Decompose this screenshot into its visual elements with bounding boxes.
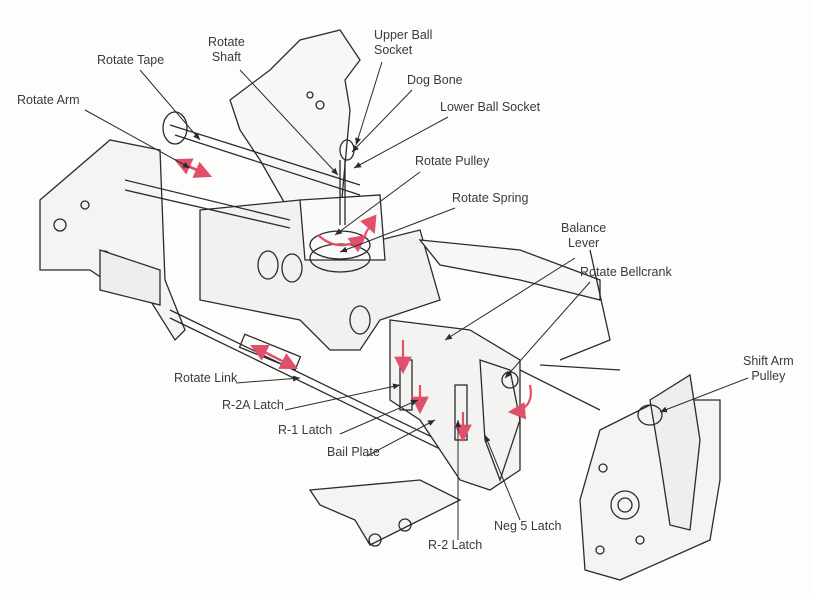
label-line: Pulley <box>751 369 786 383</box>
label-rotate-shaft: Rotate Shaft <box>208 35 245 65</box>
label-rotate-pulley: Rotate Pulley <box>415 154 490 168</box>
label-rotate-spring: Rotate Spring <box>452 191 529 205</box>
label-rotate-bellcrank: Rotate Bellcrank <box>580 265 672 279</box>
label-bail-plate: Bail Plate <box>327 445 380 459</box>
label-r2a-latch: R-2A Latch <box>222 398 284 412</box>
label-line: Upper Ball <box>374 28 433 42</box>
label-shift-arm-pulley: Shift Arm Pulley <box>743 354 794 384</box>
label-balance-lever: Balance Lever <box>561 221 606 251</box>
label-line: Balance <box>561 221 607 235</box>
leader-lines <box>84 61 749 540</box>
label-line: Shaft <box>211 50 242 64</box>
label-line: Rotate <box>208 35 245 49</box>
label-line: Shift Arm <box>743 354 794 368</box>
label-neg5-latch: Neg 5 Latch <box>494 519 562 533</box>
label-r2-latch: R-2 Latch <box>428 538 483 552</box>
label-rotate-arm: Rotate Arm <box>17 93 80 107</box>
label-upper-ball-socket: Upper Ball Socket <box>374 28 432 58</box>
label-rotate-tape: Rotate Tape <box>97 53 165 67</box>
mechanism-outline <box>39 29 721 581</box>
label-dog-bone: Dog Bone <box>407 73 463 87</box>
label-line: Lever <box>567 236 600 250</box>
label-r1-latch: R-1 Latch <box>278 423 333 437</box>
label-lower-ball-socket: Lower Ball Socket <box>440 100 541 114</box>
label-rotate-link: Rotate Link <box>174 371 238 385</box>
label-line: Socket <box>374 43 413 57</box>
